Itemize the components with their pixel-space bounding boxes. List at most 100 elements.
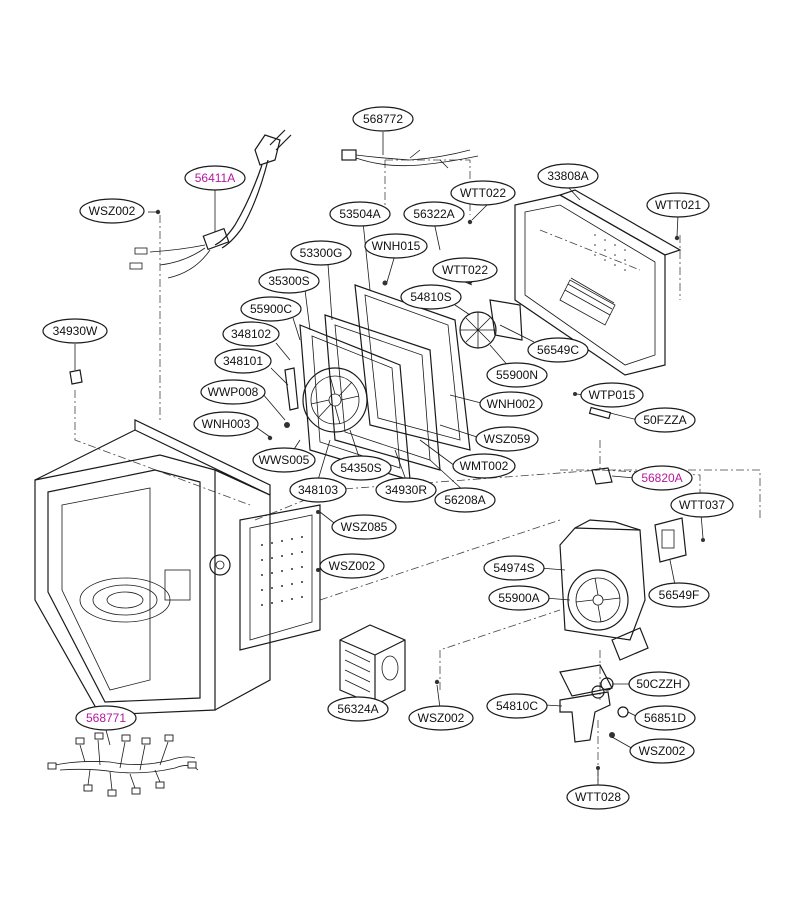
- label-text: WWS005: [259, 453, 310, 467]
- label-56322A: 56322A: [403, 201, 465, 227]
- fasteners: [69, 209, 705, 770]
- label-WSZ085: WSZ085: [331, 514, 397, 540]
- label-WWP008: WWP008: [200, 379, 266, 405]
- label-text: WTP015: [589, 388, 636, 402]
- label-WTP015: WTP015: [580, 382, 644, 408]
- capacitor-bracket: [559, 691, 629, 743]
- magnetron-fan-assembly: [559, 519, 649, 661]
- label-54810S: 54810S: [400, 284, 462, 310]
- label-text: 35300S: [268, 274, 309, 288]
- label-WNH002: WNH002: [479, 391, 543, 417]
- label-text: 54810S: [410, 290, 451, 304]
- label-text: 54350S: [340, 461, 381, 475]
- label-WNH015: WNH015: [364, 233, 428, 259]
- label-WSZ002-a: WSZ002: [79, 198, 145, 224]
- label-55900C: 55900C: [240, 296, 302, 322]
- label-text: 56322A: [413, 207, 454, 221]
- label-WSZ002-b: WSZ002: [319, 553, 385, 579]
- label-56820A: 56820A: [631, 465, 693, 491]
- label-text: WTT022: [460, 186, 506, 200]
- label-WWS005: WWS005: [252, 447, 316, 473]
- label-text: WSZ085: [341, 520, 388, 534]
- label-text: WWP008: [208, 385, 259, 399]
- label-text: WSZ059: [484, 432, 531, 446]
- label-53300G: 53300G: [290, 240, 352, 266]
- label-54350S: 54350S: [330, 455, 392, 481]
- label-text: WSZ002: [89, 204, 136, 218]
- label-text: WSZ002: [418, 711, 465, 725]
- label-text: 33808A: [547, 169, 588, 183]
- label-WSZ059: WSZ059: [475, 426, 539, 452]
- power-cord-part: [129, 129, 292, 279]
- label-WMT002: WMT002: [452, 453, 516, 479]
- label-text: 55900A: [498, 591, 539, 605]
- label-text: 56851D: [644, 711, 686, 725]
- label-text: WTT022: [442, 263, 488, 277]
- label-text: 348101: [223, 354, 263, 368]
- label-text: 56549C: [537, 343, 579, 357]
- label-text: 56549F: [659, 588, 700, 602]
- label-text: WTT028: [575, 790, 621, 804]
- label-54974S: 54974S: [483, 555, 545, 581]
- wire-harness-bottom: [47, 732, 199, 797]
- label-text: 53504A: [339, 207, 380, 221]
- label-text: 348103: [298, 483, 338, 497]
- label-text: 34930W: [53, 324, 98, 338]
- convection-fan: [284, 367, 368, 433]
- label-55900A: 55900A: [488, 585, 550, 611]
- part-labels: 568772 56411A WSZ002 53504A 56322A WTT02…: [42, 106, 734, 810]
- label-text: WTT021: [655, 198, 701, 212]
- label-text: WSZ002: [639, 744, 686, 758]
- label-text: WNH003: [202, 417, 251, 431]
- outer-cover: [514, 189, 682, 376]
- label-WTT021: WTT021: [646, 192, 710, 218]
- convection-plates: [299, 284, 471, 481]
- label-WNH003: WNH003: [193, 411, 259, 437]
- label-35300S: 35300S: [258, 268, 320, 294]
- label-34930W: 34930W: [42, 318, 108, 344]
- label-50CZZH: 50CZZH: [628, 671, 690, 697]
- label-WTT022-a: WTT022: [450, 180, 516, 206]
- label-text: WSZ002: [329, 559, 376, 573]
- label-text: 34930R: [385, 483, 427, 497]
- label-text: 55900N: [496, 368, 538, 382]
- small-parts: [588, 406, 687, 563]
- label-text: 50CZZH: [636, 677, 681, 691]
- label-WSZ002-c: WSZ002: [408, 705, 474, 731]
- label-33808A: 33808A: [537, 163, 599, 189]
- label-WSZ002-d: WSZ002: [629, 738, 695, 764]
- label-text: 54974S: [493, 561, 534, 575]
- label-348101: 348101: [214, 348, 272, 374]
- label-WTT028: WTT028: [566, 784, 630, 810]
- label-text: 348102: [231, 327, 271, 341]
- label-text: 50FZZA: [643, 413, 686, 427]
- label-568772: 568772: [352, 106, 414, 132]
- label-56411A: 56411A: [184, 165, 246, 191]
- label-568771: 568771: [75, 705, 137, 731]
- label-WTT022-b: WTT022: [432, 257, 498, 283]
- label-348103: 348103: [289, 477, 347, 503]
- label-text: 56820A: [641, 471, 682, 485]
- label-348102: 348102: [222, 321, 280, 347]
- label-WTT037: WTT037: [670, 492, 734, 518]
- magnetron: [339, 624, 406, 706]
- label-text: 56411A: [195, 171, 235, 185]
- label-text: 53300G: [300, 246, 343, 260]
- wire-harness-top: [341, 149, 479, 169]
- label-54810C: 54810C: [486, 693, 548, 719]
- oven-cabinet: [34, 419, 271, 716]
- label-34930R: 34930R: [375, 477, 437, 503]
- label-50FZZA: 50FZZA: [634, 407, 696, 433]
- label-text: 56208A: [444, 493, 485, 507]
- label-text: 568772: [363, 112, 403, 126]
- label-text: 55900C: [250, 302, 292, 316]
- label-56549F: 56549F: [648, 582, 710, 608]
- side-panel: [209, 504, 321, 651]
- label-56851D: 56851D: [634, 705, 696, 731]
- label-text: WNH015: [372, 239, 421, 253]
- label-text: 54810C: [496, 699, 538, 713]
- label-text: 568771: [86, 711, 126, 725]
- label-text: WTT037: [679, 498, 725, 512]
- label-text: 56324A: [337, 702, 378, 716]
